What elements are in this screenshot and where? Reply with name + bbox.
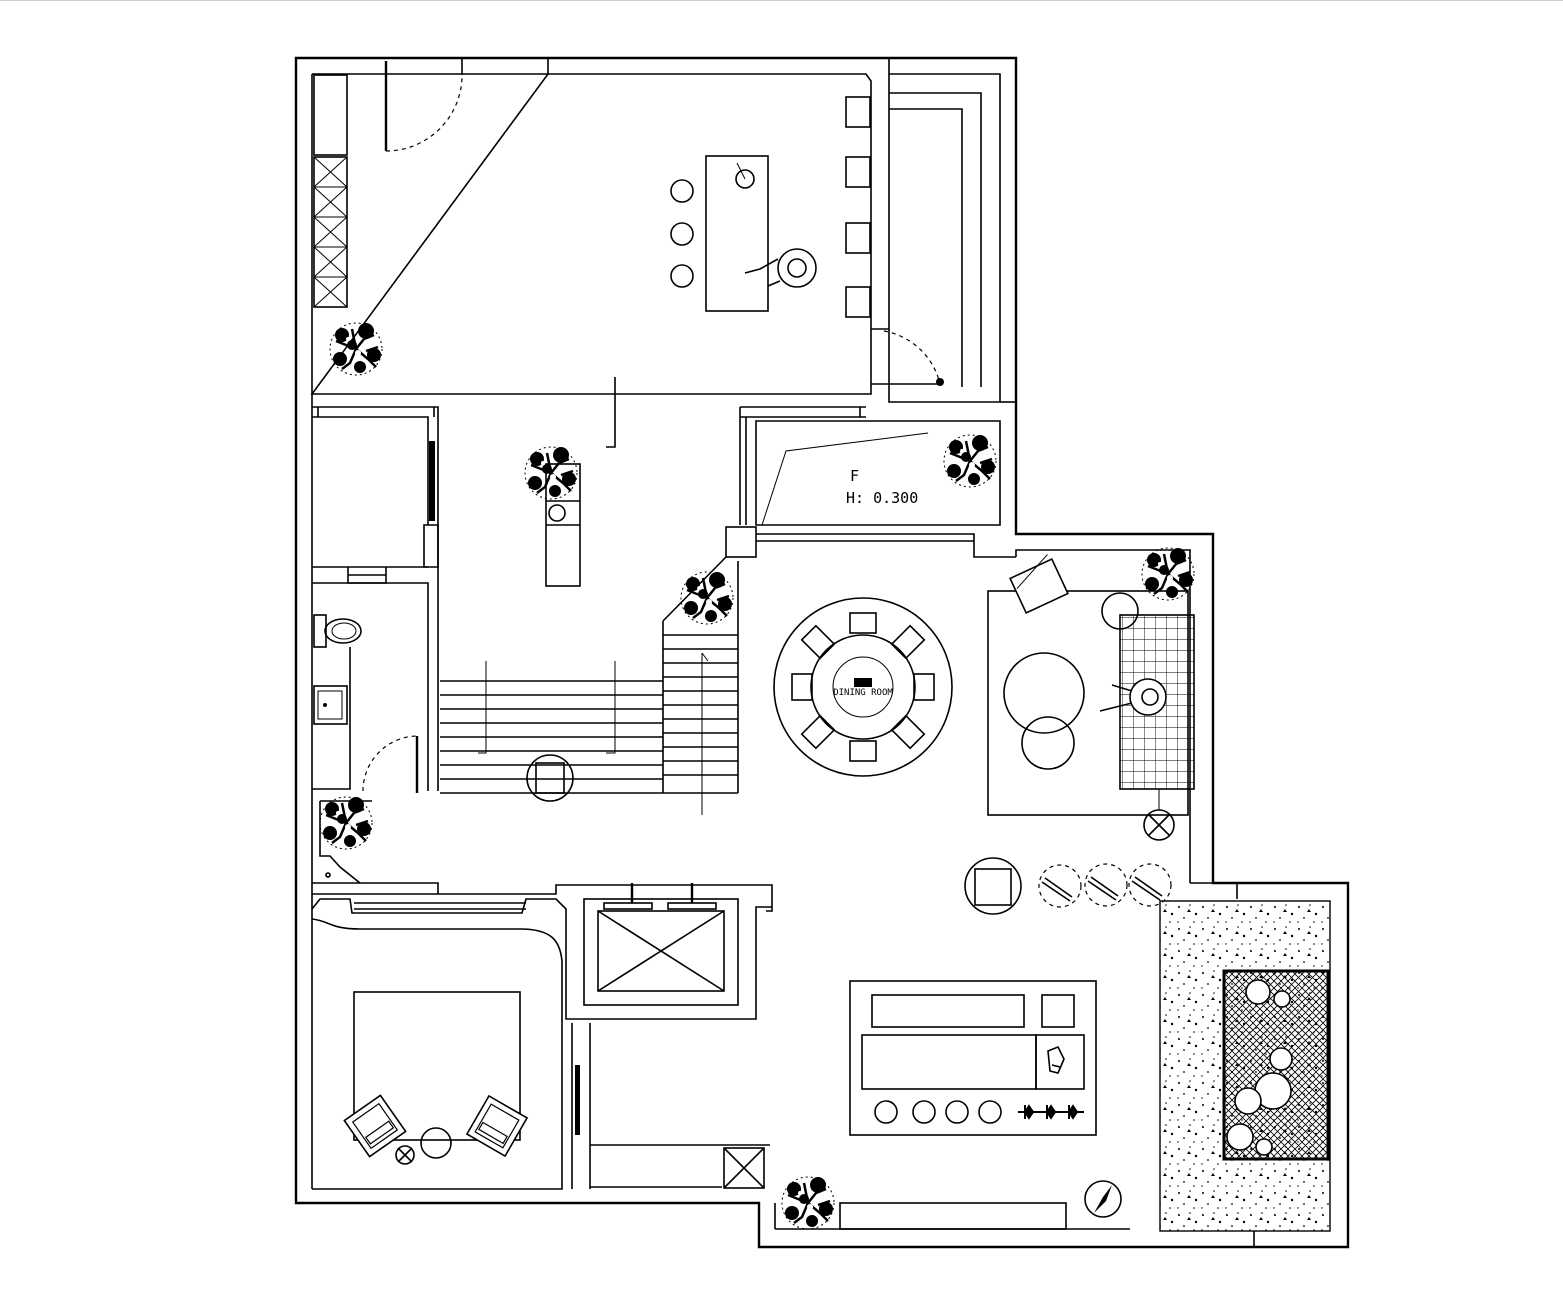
dining-table: DINING ROOM	[773, 597, 953, 777]
person-icon	[1099, 678, 1167, 716]
tree-icon	[942, 433, 998, 489]
cooking-island	[849, 980, 1097, 1136]
person-icon	[744, 248, 817, 288]
level-symbol: F	[850, 467, 859, 485]
elevator-icon	[723, 1147, 765, 1189]
table-label: DINING ROOM	[833, 688, 893, 698]
tree-icon	[1140, 546, 1196, 602]
hall: F H: 0.300	[312, 377, 1016, 815]
lounge	[987, 549, 1348, 899]
bedroom	[311, 800, 773, 1190]
sink-icon	[313, 685, 348, 725]
level-text: H: 0.300	[846, 489, 918, 507]
elevator-icon	[583, 883, 739, 1006]
tree-icon	[318, 795, 374, 851]
staircase	[440, 556, 739, 815]
chair-icon	[466, 1095, 528, 1157]
stove-icon	[1018, 1104, 1084, 1120]
tree-icon	[780, 1175, 836, 1231]
tree-icon	[328, 321, 384, 377]
chair-icon	[964, 857, 1022, 915]
stair-arrow-icon	[606, 377, 616, 448]
toilet-icon	[313, 614, 362, 648]
lamp-icon	[395, 1145, 415, 1165]
compass-icon	[1084, 1180, 1122, 1218]
fan-icon	[1143, 789, 1175, 841]
chair-icon	[526, 754, 574, 802]
garden-terrace	[1159, 900, 1331, 1247]
tree-icon	[679, 570, 735, 626]
stool-icon	[1038, 863, 1172, 908]
tree-icon	[523, 445, 579, 501]
kitchen	[313, 59, 944, 386]
